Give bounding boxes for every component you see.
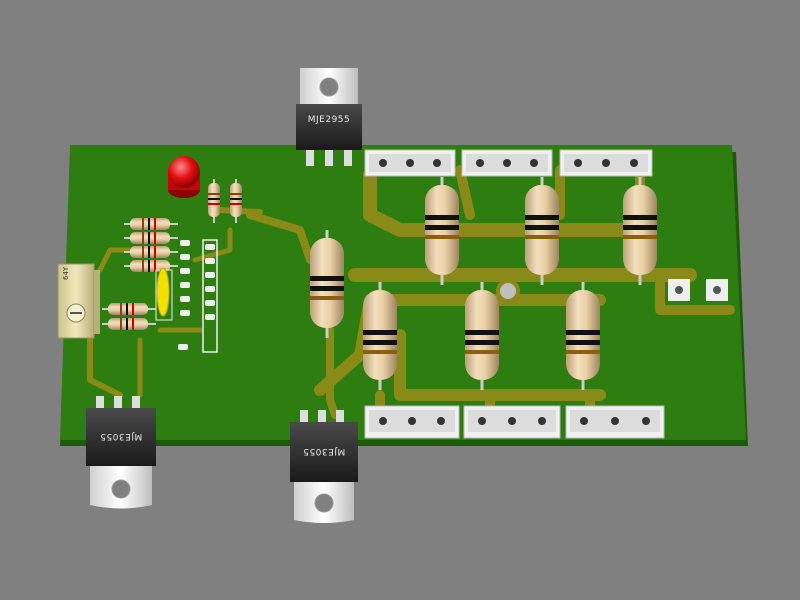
small-resistors-horizontal bbox=[102, 218, 178, 330]
power-resistors bbox=[310, 177, 657, 390]
yellow-capacitor bbox=[156, 267, 170, 317]
red-led bbox=[168, 156, 200, 198]
potentiometer: 64Y bbox=[57, 263, 100, 339]
transistor-bottom-left-label: MJE3055 bbox=[100, 431, 143, 441]
transistor-top-label: MJE2955 bbox=[308, 115, 351, 125]
transistor-bottom-center-label: MJE3055 bbox=[303, 446, 346, 456]
transistor-bottom-left: MJE3055 bbox=[86, 396, 156, 509]
mounting-hole bbox=[496, 279, 520, 303]
transistor-top: MJE2955 bbox=[296, 68, 362, 166]
ic-outline bbox=[202, 239, 218, 353]
transistor-bottom-center: MJE3055 bbox=[290, 410, 358, 523]
terminal-blocks-top bbox=[364, 149, 653, 177]
small-resistors-vertical bbox=[208, 179, 242, 223]
output-pads bbox=[668, 279, 728, 301]
potentiometer-label: 64Y bbox=[62, 266, 70, 280]
terminal-blocks-bottom bbox=[364, 405, 665, 439]
pad-column bbox=[178, 240, 215, 350]
